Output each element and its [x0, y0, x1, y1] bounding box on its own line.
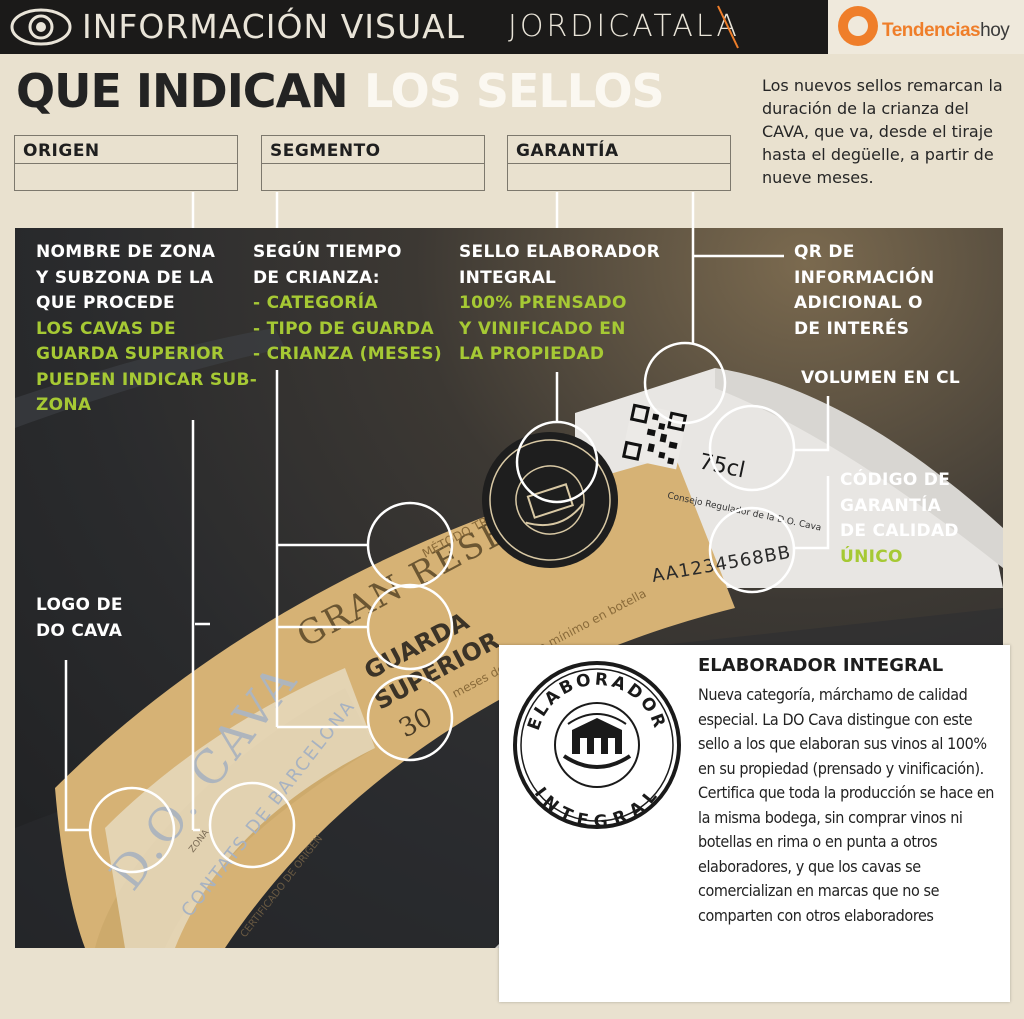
title-part1: QUE INDICAN: [16, 64, 349, 118]
eye-icon: [10, 8, 72, 46]
callout-logo-line: LOGO DE: [36, 595, 123, 615]
building-icon: [562, 713, 632, 769]
column-segmento-label: SEGMENTO: [262, 136, 484, 164]
info-body: Nueva categoría, márchamo de calidad esp…: [698, 685, 995, 925]
callout-zona-green: PUEDEN INDICAR SUB-: [36, 369, 258, 390]
callout-qr-line: DE INTERÉS: [794, 318, 910, 339]
callout-crianza-line: SEGÚN TIEMPO: [253, 242, 402, 262]
callout-zona: NOMBRE DE ZONA Y SUBZONA DE LA QUE PROCE…: [36, 240, 257, 419]
qr-code-icon: [621, 403, 688, 470]
callout-codigo-line: GARANTÍA: [840, 495, 942, 516]
publisher-main: Tendencias: [882, 20, 981, 41]
callout-crianza-line: DE CRIANZA:: [253, 267, 380, 288]
publisher-circle-icon: [838, 6, 878, 46]
callout-zona-green: ZONA: [36, 395, 92, 415]
callout-zona-line: QUE PROCEDE: [36, 293, 175, 313]
callout-qr-line: INFORMACIÓN: [794, 267, 935, 288]
callout-qr: QR DE INFORMACIÓN ADICIONAL O DE INTERÉS: [794, 240, 935, 342]
callout-zona-line: NOMBRE DE ZONA: [36, 242, 216, 262]
callout-volumen-line: VOLUMEN EN CL: [801, 368, 960, 388]
callout-codigo-green: ÚNICO: [840, 546, 903, 567]
callout-crianza: SEGÚN TIEMPO DE CRIANZA: - CATEGORÍA - T…: [253, 240, 442, 368]
publisher-name[interactable]: Tendenciashoy: [882, 20, 1010, 42]
column-segmento: SEGMENTO: [261, 135, 485, 191]
header-author: JORDICATALA: [508, 9, 740, 44]
callout-crianza-green: - TIPO DE GUARDA: [253, 318, 434, 339]
callout-codigo-line: CÓDIGO DE: [840, 470, 951, 490]
callout-sello-green: Y VINIFICADO EN: [459, 318, 626, 339]
column-garantia-label: GARANTÍA: [508, 136, 730, 164]
callout-sello-line: SELLO ELABORADOR: [459, 242, 660, 262]
column-origen: ORIGEN: [14, 135, 238, 191]
callout-codigo-line: DE CALIDAD: [840, 521, 959, 541]
callout-qr-line: ADICIONAL O: [794, 293, 923, 313]
slash-mark: [717, 5, 739, 49]
callout-zona-line: Y SUBZONA DE LA: [36, 267, 214, 288]
header-title: INFORMACIÓN VISUAL: [82, 7, 466, 46]
title-part2: LOS SELLOS: [364, 64, 665, 118]
callout-zona-green: GUARDA SUPERIOR: [36, 344, 225, 364]
intro-text: Los nuevos sellos remarcan la duración d…: [762, 76, 1003, 187]
callout-qr-line: QR DE: [794, 242, 855, 262]
callout-crianza-green: - CRIANZA (MESES): [253, 344, 442, 364]
callout-codigo: CÓDIGO DE GARANTÍA DE CALIDAD ÚNICO: [840, 468, 959, 570]
callout-logo-line: DO CAVA: [36, 620, 123, 641]
elaborador-integral-seal-icon: ELABORADOR INTEGRAL: [513, 661, 681, 830]
callout-zona-green: LOS CAVAS DE: [36, 318, 176, 339]
column-garantia: GARANTÍA: [507, 135, 731, 191]
publisher-suffix: hoy: [980, 20, 1010, 41]
callout-logo: LOGO DE DO CAVA: [36, 593, 123, 644]
callout-volumen: VOLUMEN EN CL: [801, 366, 960, 392]
callout-crianza-green: - CATEGORÍA: [253, 293, 378, 313]
info-title: ELABORADOR INTEGRAL: [698, 655, 944, 676]
callout-sello-green: 100% PRENSADO: [459, 293, 627, 313]
callout-sello-line: INTEGRAL: [459, 267, 557, 288]
column-origen-label: ORIGEN: [15, 136, 237, 164]
callout-sello: SELLO ELABORADOR INTEGRAL 100% PRENSADO …: [459, 240, 660, 368]
callout-sello-green: LA PROPIEDAD: [459, 344, 605, 364]
